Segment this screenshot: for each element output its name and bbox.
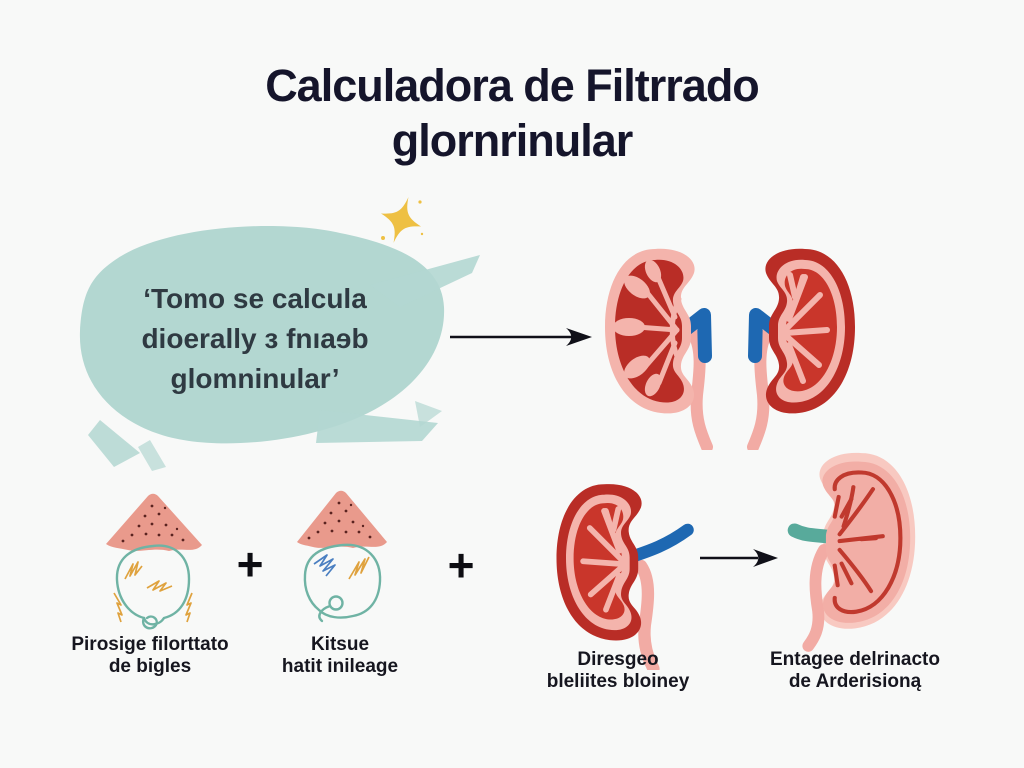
page-title: Calculadora de Filtrrado glornrinular (0, 58, 1024, 168)
membrane-roof-shape (297, 490, 387, 548)
filtrate-scribbles-gold (113, 561, 193, 623)
plus-sign-1: + (236, 538, 264, 590)
step-label-1-line-1: Pirosige filorttato (71, 634, 229, 655)
step-label-3-line-1: Diresgeo (577, 649, 659, 670)
quote-line-3: glomninular’ (170, 363, 340, 394)
kidneys-pair-illustration (605, 248, 855, 450)
step-label-2-line-1: Kitsue (310, 634, 370, 655)
kidney-channels (580, 506, 626, 613)
glomerulus-capsule-illustration-1 (106, 493, 202, 630)
arrow-right-icon (450, 328, 592, 346)
membrane-pores-dots (307, 501, 372, 540)
filtrate-scribble-blue (313, 554, 336, 577)
filtrate-scribble-gold (348, 556, 370, 580)
renal-vessel-icon (626, 523, 694, 563)
quote-blob-illustration (79, 225, 480, 471)
right-kidney (747, 248, 855, 450)
sparkle-icon (381, 197, 424, 243)
left-kidney-pyramids (613, 259, 682, 397)
quote-line-1: ‘Tomo se calcula (143, 283, 367, 314)
membrane-roof-shape (106, 493, 202, 551)
step-label-2: Kitsue hatit inileage (240, 634, 440, 678)
quote-text: ‘Tomo se calcula dioerally ɜ fnıaɘb glom… (115, 279, 395, 399)
pink-kidney-illustration (787, 452, 916, 652)
kidney-lineart (832, 470, 903, 615)
ureter (802, 544, 830, 652)
quote-line-2: dioerally ɜ fnıaɘb (141, 323, 369, 354)
step-label-4-line-1: Entagee delrinacto (770, 649, 940, 670)
page-title-line-2: glornrinular (391, 115, 634, 166)
left-kidney (605, 248, 713, 450)
step-label-3-line-2: bleliites bloiney (546, 671, 690, 692)
paint-blob-shape (79, 225, 480, 471)
plus-sign-2: + (447, 539, 475, 591)
step-label-2-line-2: hatit inileage (281, 656, 399, 677)
step-label-4: Entagee delrinacto de Arderisioną (755, 649, 955, 693)
step-label-1-line-2: de bigles (108, 656, 192, 677)
right-kidney-channels (782, 272, 830, 384)
step-label-4-line-2: de Arderisioną (788, 671, 922, 692)
membrane-pores-dots (121, 504, 185, 543)
red-kidney-illustration (556, 484, 694, 670)
step-label-3: Diresgeo bleliites bloiney (518, 649, 718, 693)
capsule-outline (115, 544, 191, 630)
ureter (634, 559, 660, 670)
kidney-outline (822, 461, 911, 623)
page-title-line-1: Calculadora de Filtrrado (265, 60, 760, 111)
arrow-right-icon-2 (700, 549, 778, 567)
step-label-1: Pirosige filorttato de bigles (50, 634, 250, 678)
glomerulus-capsule-illustration-2 (297, 490, 387, 623)
capsule-outline (303, 543, 382, 623)
